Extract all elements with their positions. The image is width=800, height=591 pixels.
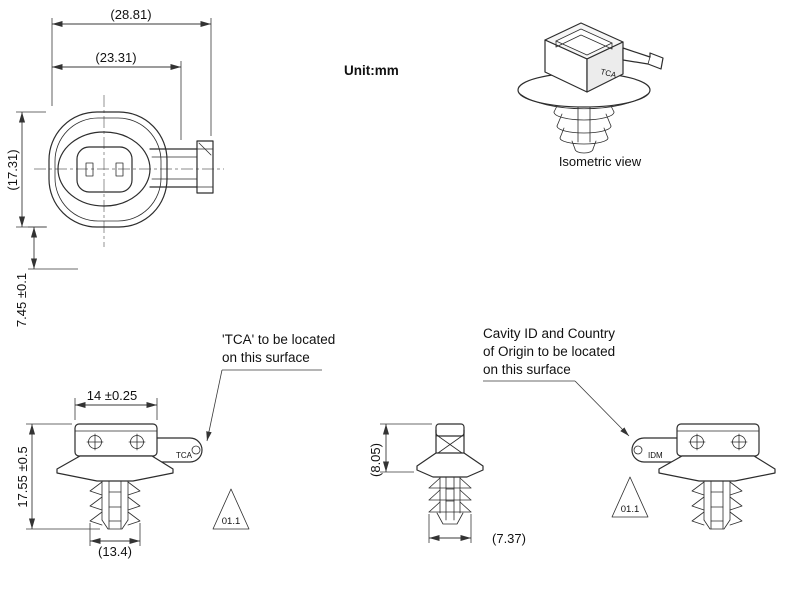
iso-tab-arm xyxy=(622,47,664,70)
front-view: TCA 14 ±0.25 17.55 ±0.5 (13.4) 01.1 xyxy=(15,388,250,559)
tab-end-block xyxy=(196,140,214,194)
cavity-annotation: Cavity ID and Country of Origin to be lo… xyxy=(483,326,630,437)
umbrella-outline xyxy=(48,111,168,228)
rear-tab-hole xyxy=(633,445,643,455)
dim-stem-width: (13.4) xyxy=(98,544,132,559)
front-umbrella xyxy=(56,455,174,482)
revision-flag: 01.1 xyxy=(621,504,640,515)
top-view: (28.81) (23.31) (17.31) 7.45 ±0.1 xyxy=(5,7,224,327)
iso-stem-ribs xyxy=(553,99,615,154)
front-tab-hole xyxy=(191,445,201,455)
front-tab-text: TCA xyxy=(176,451,193,460)
dim-side-height: (8.05) xyxy=(368,443,383,477)
tab-end-chamfer xyxy=(198,142,212,156)
rear-tab-text: IDM xyxy=(648,451,663,460)
head-oval xyxy=(57,131,151,207)
rear-umbrella xyxy=(658,455,776,482)
head-slot xyxy=(76,146,133,193)
iso-tab-text: TCA xyxy=(600,67,618,80)
isometric-caption: Isometric view xyxy=(559,154,642,169)
iso-head-side xyxy=(586,41,624,93)
latch-mark-left xyxy=(85,162,94,177)
tca-annotation: 'TCA' to be located on this surface xyxy=(206,332,335,442)
front-weld-mark-right xyxy=(128,433,146,451)
rear-tab-arm xyxy=(631,437,678,463)
cavity-note-line2: of Origin to be located xyxy=(483,344,615,359)
rear-weld-mark-right xyxy=(730,433,748,451)
cavity-leader-line xyxy=(574,380,630,437)
tca-note-line2: on this surface xyxy=(222,350,310,365)
front-stem xyxy=(89,480,141,530)
dim-total-height: 17.55 ±0.5 xyxy=(15,446,30,507)
revision-flag: 01.1 xyxy=(222,516,241,527)
isometric-view: TCA Isometric view xyxy=(517,22,664,169)
cavity-note-line3: on this surface xyxy=(483,362,571,377)
cavity-note-line1: Cavity ID and Country xyxy=(483,326,615,341)
umbrella-inner-outline xyxy=(54,117,162,222)
revision-triangle xyxy=(611,476,649,518)
tca-leader-line xyxy=(206,369,223,442)
rear-weld-mark-left xyxy=(688,433,706,451)
front-weld-mark-left xyxy=(86,433,104,451)
unit-label: Unit:mm xyxy=(344,63,399,78)
rear-view: IDM 01.1 xyxy=(611,423,776,530)
dim-side-stem-width: (7.37) xyxy=(492,531,526,546)
dim-head-width: 14 ±0.25 xyxy=(87,388,138,403)
side-view: (8.05) (7.37) xyxy=(368,423,526,546)
latch-mark-right xyxy=(115,162,124,177)
rear-head xyxy=(676,423,760,457)
side-head-cap xyxy=(435,423,465,437)
dim-tab-offset: 7.45 ±0.1 xyxy=(14,273,29,327)
dim-overall-width: (28.81) xyxy=(110,7,151,22)
revision-triangle xyxy=(212,488,250,530)
front-head xyxy=(74,423,158,457)
dim-body-width: (23.31) xyxy=(95,50,136,65)
iso-umbrella-underside xyxy=(518,92,650,110)
rear-stem xyxy=(691,480,743,530)
front-tab-arm xyxy=(156,437,203,463)
dim-height: (17.31) xyxy=(5,149,20,190)
side-stem xyxy=(428,476,472,525)
tca-note-line1: 'TCA' to be located xyxy=(222,332,335,347)
side-umbrella xyxy=(416,452,484,478)
